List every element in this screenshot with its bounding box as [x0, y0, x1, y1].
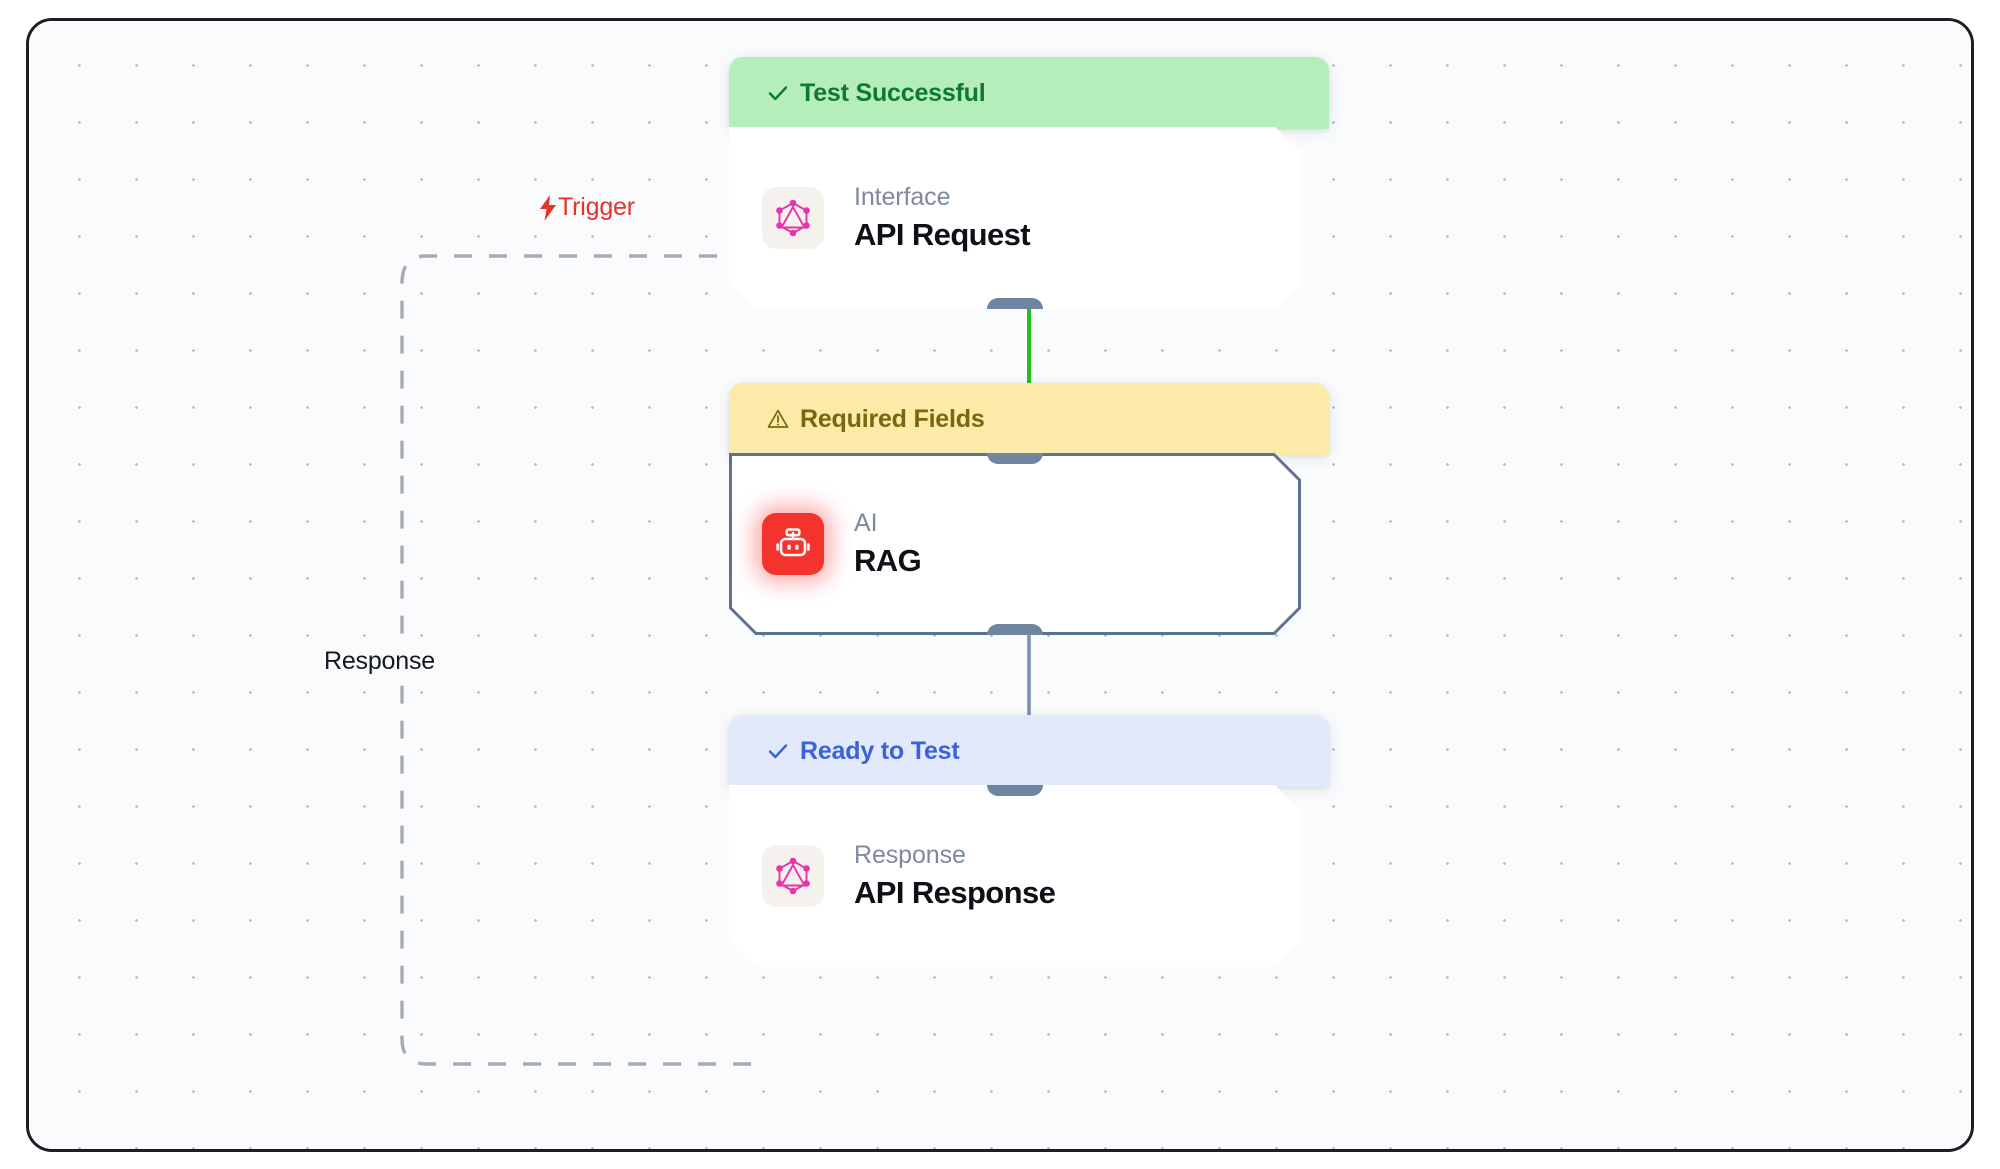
node-status-label: Ready to Test [800, 736, 960, 765]
node-status-header-required-fields: Required Fields [729, 383, 1329, 455]
node-rag[interactable]: Required Fields [729, 383, 1329, 635]
node-title: API Response [854, 875, 1056, 910]
graphql-icon [762, 845, 824, 907]
output-port[interactable] [987, 298, 1043, 320]
node-title: API Request [854, 217, 1030, 252]
node-title: RAG [854, 543, 922, 578]
lightning-bolt-icon [539, 194, 557, 221]
output-port[interactable] [987, 624, 1043, 646]
workflow-canvas[interactable]: Trigger Response Test Successful [29, 21, 1971, 1149]
node-api-response[interactable]: Ready to Test [729, 715, 1329, 967]
node-api-request[interactable]: Test Successful [729, 57, 1329, 309]
node-body-rag[interactable]: AI RAG [729, 453, 1301, 635]
node-kind-label: Interface [854, 183, 951, 211]
edge-label-response: Response [314, 645, 445, 678]
edge-label-trigger-text: Trigger [558, 193, 635, 221]
node-status-header-test-successful: Test Successful [729, 57, 1329, 129]
workflow-editor-frame: Trigger Response Test Successful [26, 18, 1974, 1152]
node-kind-label: AI [854, 509, 878, 537]
edge-label-trigger: Trigger [539, 193, 635, 222]
node-body-api-request[interactable]: Interface API Request [729, 127, 1301, 309]
node-status-header-ready-to-test: Ready to Test [729, 715, 1329, 787]
check-icon [767, 82, 789, 104]
node-status-label: Required Fields [800, 404, 985, 433]
warning-triangle-icon [767, 408, 789, 430]
trigger-response-dashed-path [400, 254, 752, 1066]
node-kind-label: Response [854, 841, 966, 869]
graphql-icon [762, 187, 824, 249]
robot-icon [762, 513, 824, 575]
node-status-label: Test Successful [800, 78, 986, 107]
check-icon [767, 740, 789, 762]
node-body-api-response[interactable]: Response API Response [729, 785, 1301, 967]
